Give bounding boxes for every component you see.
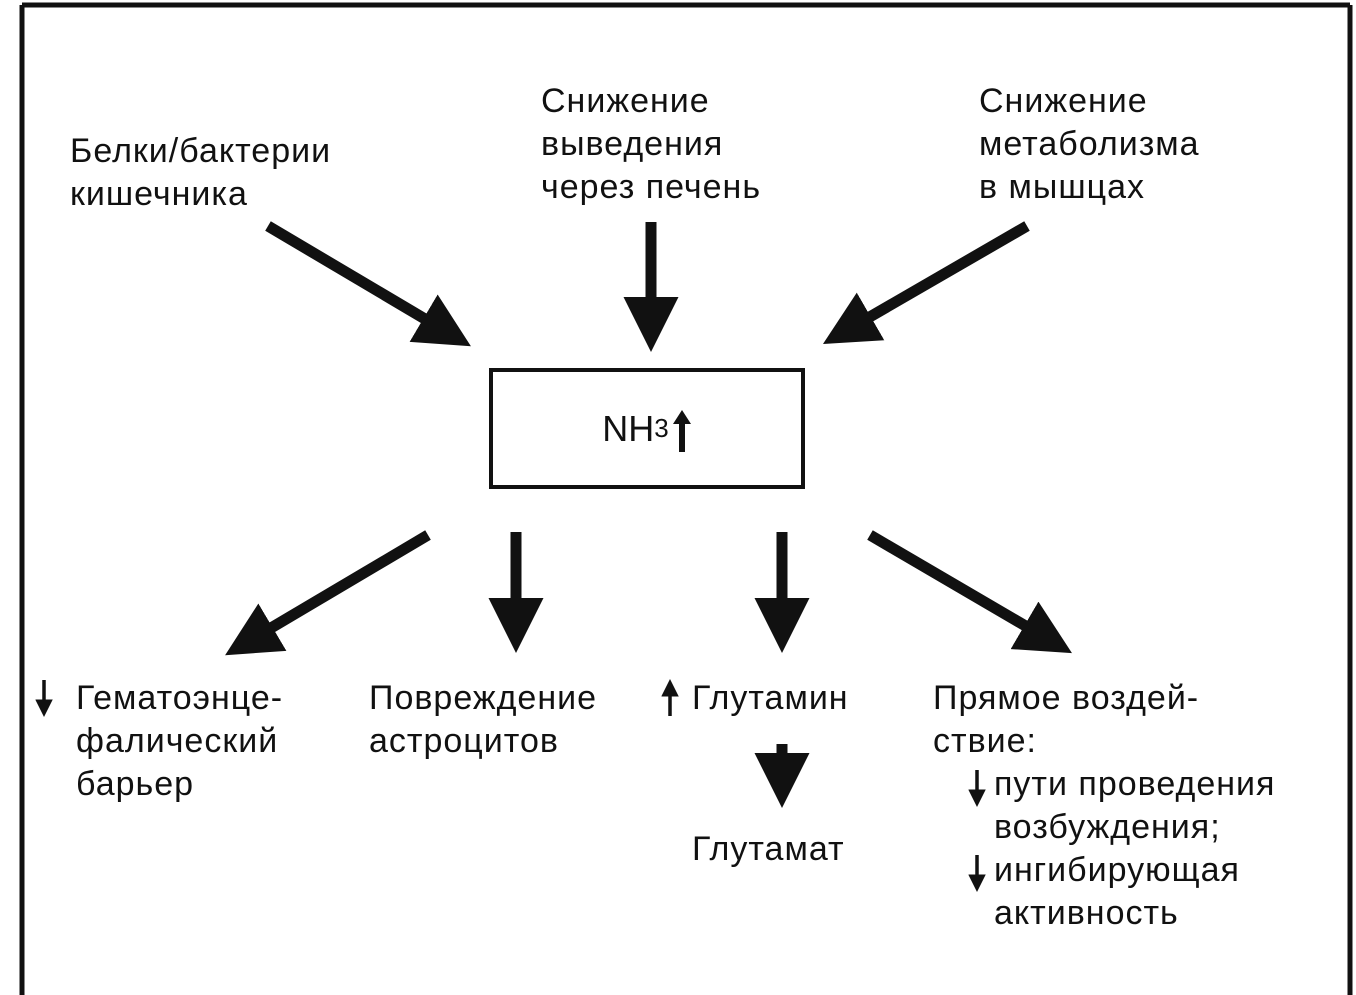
- arrow-gut-to-nh3: [265, 221, 471, 347]
- label-gut-line-2: кишечника: [70, 175, 248, 213]
- nh3-subscript: 3: [654, 413, 669, 443]
- label-inhibitory-activity: ингибирующая активность: [994, 849, 1240, 935]
- label-astrocyte-damage: Повреждение астроцитов: [369, 677, 597, 763]
- label-muscle-metabolism: Снижение метаболизма в мышцах: [979, 80, 1200, 209]
- label-astro-line-2: астроцитов: [369, 722, 559, 760]
- label-direct-effect: Прямое воздей- ствие:: [933, 677, 1199, 763]
- label-glutamate-text: Глутамат: [692, 830, 845, 868]
- label-astro-line-1: Повреждение: [369, 679, 598, 717]
- label-direct-line-1: Прямое воздей-: [933, 679, 1200, 717]
- label-bbb-line-2: фалический: [76, 722, 279, 760]
- label-conduction-line-2: возбуждения;: [994, 808, 1221, 846]
- label-gut-line-1: Белки/бактерии: [70, 132, 332, 170]
- label-liver-line-1: Снижение: [541, 82, 710, 120]
- label-muscle-line-1: Снижение: [979, 82, 1148, 120]
- arrow-nh3-to-bbb: [225, 530, 431, 656]
- arrow-nh3-to-direct: [867, 530, 1072, 654]
- label-liver-line-3: через печень: [541, 168, 762, 206]
- label-glutamine-text: Глутамин: [692, 679, 849, 717]
- label-muscle-line-3: в мышцах: [979, 168, 1145, 206]
- label-inhibitory-line-2: активность: [994, 894, 1179, 932]
- label-conduction-pathways: пути проведения возбуждения;: [994, 763, 1275, 849]
- label-blood-brain-barrier: Гематоэнце- фалический барьер: [76, 677, 283, 806]
- label-direct-line-2: ствие:: [933, 722, 1037, 760]
- label-bbb-line-3: барьер: [76, 765, 195, 803]
- arrow-muscle-to-nh3: [822, 221, 1030, 345]
- label-conduction-line-1: пути проведения: [994, 765, 1276, 803]
- label-liver-clearance: Снижение выведения через печень: [541, 80, 761, 209]
- label-bbb-line-1: Гематоэнце-: [76, 679, 284, 717]
- label-muscle-line-2: метаболизма: [979, 125, 1200, 163]
- nh3-label: NH: [602, 407, 655, 449]
- label-glutamine: Глутамин: [692, 677, 849, 720]
- up-arrow-nh3-icon: [672, 409, 691, 452]
- label-gut-proteins-bacteria: Белки/бактерии кишечника: [70, 130, 331, 216]
- label-inhibitory-line-1: ингибирующая: [994, 851, 1240, 889]
- label-liver-line-2: выведения: [541, 125, 724, 163]
- label-glutamate: Глутамат: [692, 828, 845, 871]
